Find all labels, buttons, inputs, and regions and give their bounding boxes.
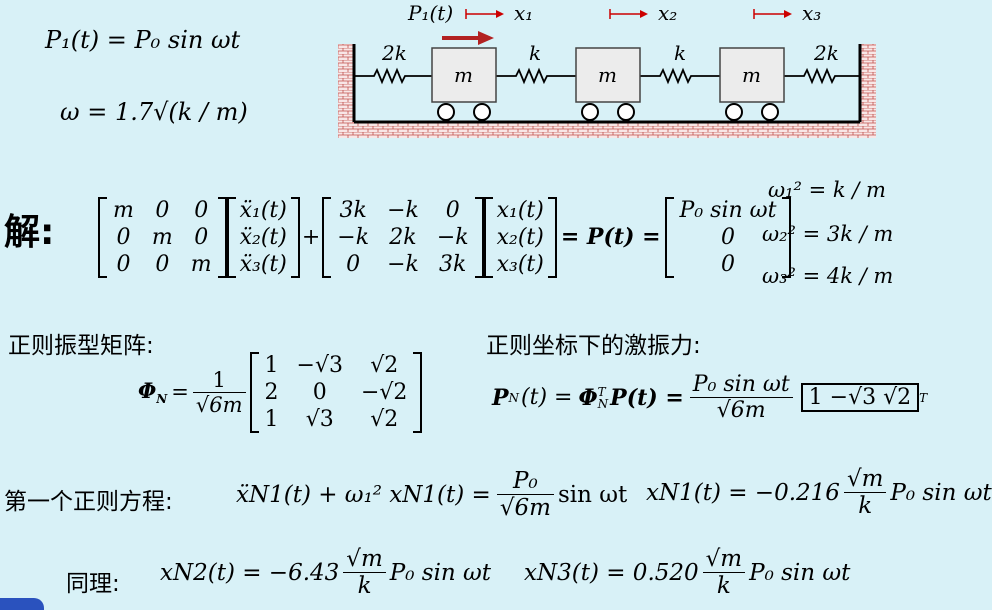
spring-4 [784, 67, 860, 85]
wheel [437, 103, 455, 121]
wheel [761, 103, 779, 121]
similar-label: 同理: [66, 571, 120, 597]
spring-1-label: 2k [381, 41, 407, 65]
frequency-2: ω₂² = 3k / m [762, 222, 894, 246]
spring-4-label: 2k [813, 41, 839, 65]
mass-3 [719, 47, 785, 103]
left-wall [338, 44, 354, 136]
spring-mass-diagram: P₁(t) x₁ x₂ x₃ 2k k k 2k m m m [338, 1, 876, 138]
right-wall [860, 44, 876, 136]
wheel [473, 103, 491, 121]
mass-2 [575, 47, 641, 103]
first-normal-equation: ẍN1(t) + ω₁² xN1(t) = P₀√6m sin ωt [236, 468, 628, 521]
spring-2 [496, 67, 576, 85]
wheel [725, 103, 743, 121]
force-vector: P₀ sin ωt 0 0 [664, 196, 792, 278]
modal-matrix-heading: 正则振型矩阵: [8, 333, 154, 359]
spring-3-label: k [674, 41, 686, 65]
x3-label: x₃ [802, 1, 821, 25]
spring-1 [354, 67, 432, 85]
spring-2-label: k [529, 41, 541, 65]
first-equation-heading: 第一个正则方程: [4, 489, 173, 515]
wheel [581, 103, 599, 121]
mass-3-label: m [742, 63, 761, 87]
spring-3 [640, 67, 720, 85]
mass-1 [431, 47, 497, 103]
accel-vector: ẍ₁(t) ẍ₂(t) ẍ₃(t) [226, 196, 300, 278]
solution-label: 解: [4, 212, 55, 253]
force-label: P₁(t) [407, 1, 453, 25]
frequency-1: ω₁² = k / m [768, 178, 886, 202]
displacement-vector: x₁(t) x₂(t) x₃(t) [483, 196, 557, 278]
wheel [617, 103, 635, 121]
phi-symbol: ΦN [138, 377, 168, 407]
rhs-label: = P(t) = [560, 224, 661, 250]
mass-1-label: m [454, 63, 473, 87]
modal-force-heading: 正则坐标下的激振力: [486, 333, 701, 359]
force-definition: P₁(t) = P₀ sin ωt [45, 26, 241, 54]
omega-definition: ω = 1.7√(k / m) [60, 98, 248, 126]
floor [338, 122, 876, 138]
logo-icon [0, 598, 44, 610]
modal-force-vector: 1 −√3 √2 [800, 383, 920, 412]
mass-2-label: m [598, 63, 617, 87]
frequency-3: ω₃² = 4k / m [762, 264, 894, 288]
x2-label: x₂ [658, 1, 677, 25]
x1-label: x₁ [514, 1, 533, 25]
phi-factor: 1√6m [192, 368, 246, 417]
